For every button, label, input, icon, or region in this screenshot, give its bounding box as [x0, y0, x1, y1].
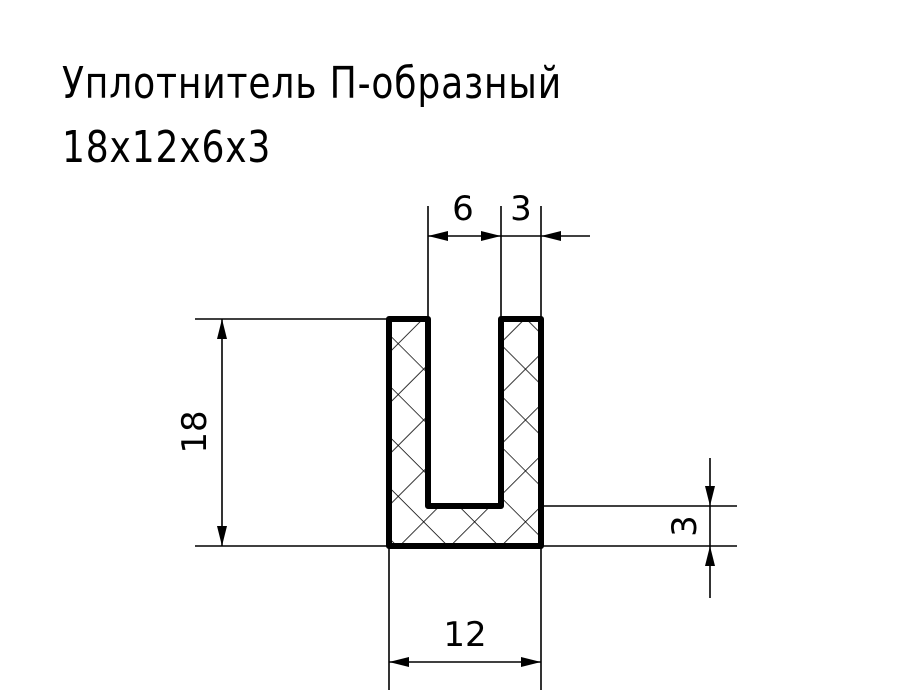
dim-text-base-thickness: 3: [665, 515, 705, 537]
drawing-title: Уплотнитель П-образный: [62, 58, 563, 109]
dim-text-inner-width: 6: [452, 189, 474, 229]
profile-outline: [386, 316, 544, 549]
drawing-size-designation: 18x12x6x3: [62, 122, 272, 173]
dim-text-height: 18: [175, 410, 215, 453]
dim-text-width: 12: [443, 615, 486, 655]
dim-text-wall-thickness: 3: [510, 189, 532, 229]
section-hatch: [389, 319, 541, 546]
